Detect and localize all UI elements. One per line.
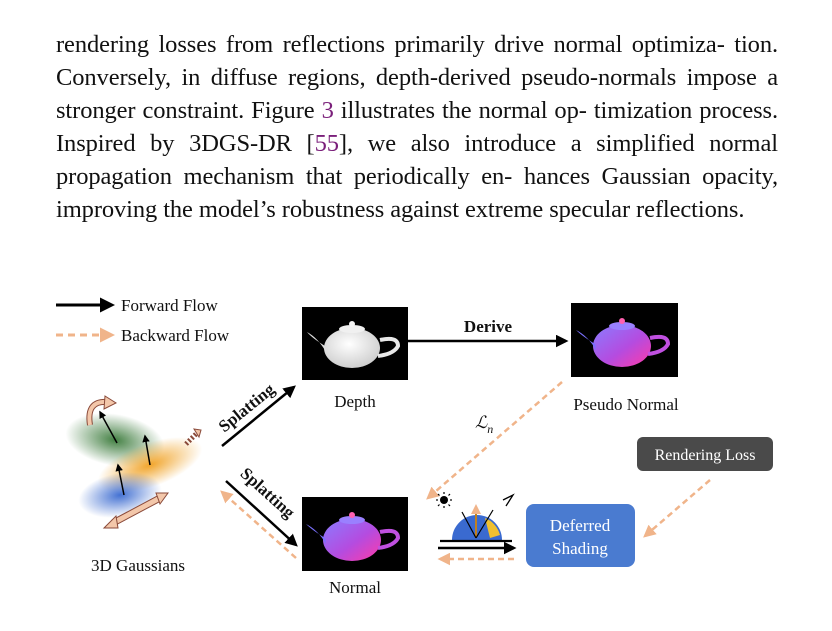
normal-image	[302, 497, 408, 571]
figure-reference-link[interactable]: 3	[321, 97, 334, 124]
backward-flow-label: Backward Flow	[121, 326, 230, 345]
text-line-7: extreme specular reflections.	[464, 196, 745, 223]
text-line-2: tion. Conversely, in diffuse regions, de…	[56, 31, 778, 91]
text-line-5: a simplified normal propagation mechanis…	[56, 130, 778, 190]
text-line-3a: impose a stronger constraint. Figure	[56, 64, 778, 124]
pseudo-normal-to-normal-backward-arrow	[426, 381, 563, 500]
text-line-6: hances Gaussian opacity, improving the m…	[56, 163, 778, 223]
splatting-to-normal-arrow	[225, 480, 298, 547]
pseudo-normal-label: Pseudo Normal	[573, 395, 679, 414]
text-line-4b: ], we also introduce	[338, 130, 557, 157]
text-line-4a: timization process. Inspired by 3DGS-DR …	[56, 97, 778, 157]
shading-hemisphere-icon	[436, 492, 515, 543]
rendering-loss-box: Rendering Loss	[637, 437, 773, 471]
normal-label: Normal	[329, 578, 381, 597]
rendering-loss-label: Rendering Loss	[655, 447, 756, 464]
normal-to-gaussians-backward-arrow	[220, 490, 297, 559]
depth-image	[302, 307, 408, 380]
deferred-label-line1: Deferred	[550, 516, 611, 535]
gaussians-illustration	[65, 395, 203, 529]
deferred-label-line2: Shading	[552, 539, 608, 558]
forward-flow-label: Forward Flow	[121, 296, 219, 315]
body-paragraph: rendering losses from reflections primar…	[56, 28, 778, 226]
legend: Forward Flow Backward Flow	[56, 296, 230, 345]
sun-icon	[440, 496, 448, 504]
text-line-3b: illustrates the normal op-	[333, 97, 587, 124]
deferred-shading-box: Deferred Shading	[526, 504, 635, 567]
citation-link[interactable]: 55	[314, 130, 339, 157]
depth-label: Depth	[334, 392, 376, 411]
splatting-bottom-label: Splatting	[237, 464, 299, 523]
pseudo-normal-image	[571, 303, 678, 377]
gaussians-label: 3D Gaussians	[91, 556, 185, 575]
rendering-loss-backward-arrow	[643, 479, 711, 538]
eye-icon	[502, 493, 515, 507]
splatting-to-depth-arrow	[221, 385, 296, 447]
loss-n-symbol: ℒn	[475, 413, 493, 436]
derive-label: Derive	[464, 317, 513, 336]
text-line-1: rendering losses from reflections primar…	[56, 31, 725, 58]
